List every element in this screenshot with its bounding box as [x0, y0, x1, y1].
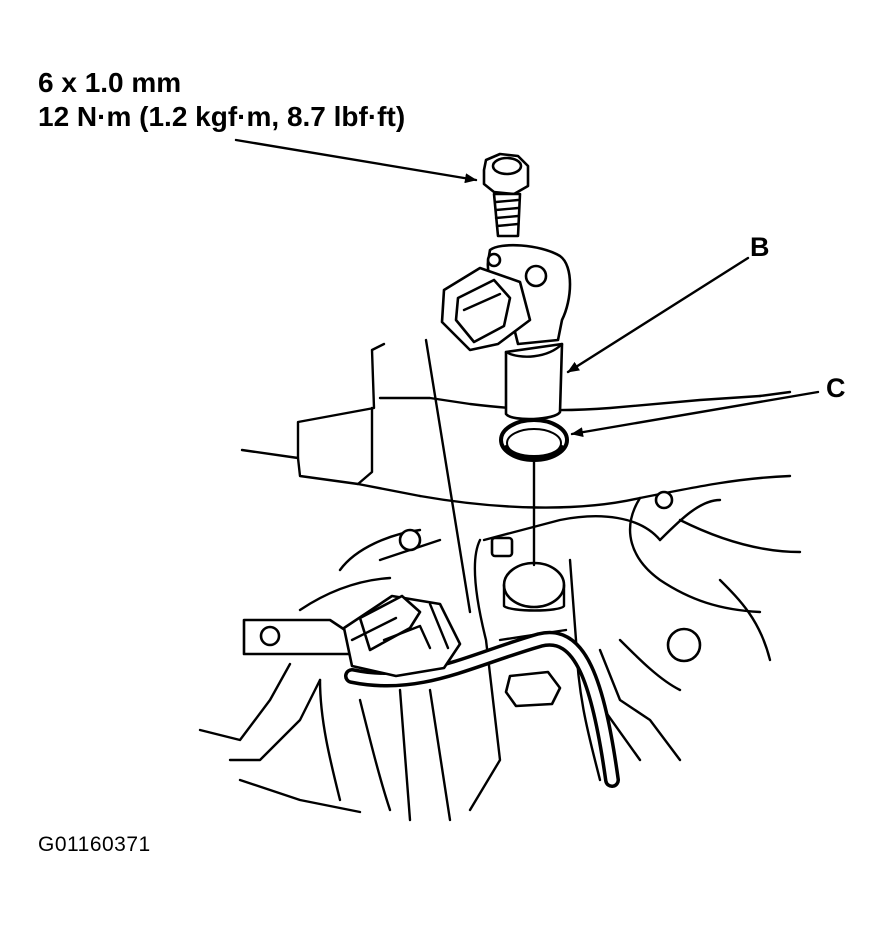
- bolt-leader-arrow: [234, 138, 478, 184]
- bolt-icon: [482, 152, 530, 238]
- figure-id: G01160371: [38, 833, 151, 856]
- torque-spec: 6 x 1.0 mm 12 N·m (1.2 kgf·m, 8.7 lbf·ft…: [38, 66, 405, 134]
- callout-b-label: B: [750, 232, 770, 262]
- sensor-bore: [502, 561, 566, 609]
- callout-c-arrow: [570, 390, 820, 438]
- bolt-size-label: 6 x 1.0 mm: [38, 67, 182, 98]
- torque-value-label: 12 N·m (1.2 kgf·m, 8.7 lbf·ft): [38, 101, 406, 132]
- callout-b-arrow: [566, 256, 750, 374]
- callout-c-label: C: [826, 373, 846, 403]
- engine-housing: [198, 342, 802, 822]
- wire-harness: [344, 630, 620, 788]
- o-ring-icon: [499, 418, 569, 462]
- connector-icon: [342, 594, 462, 678]
- sensor-icon: [440, 243, 572, 421]
